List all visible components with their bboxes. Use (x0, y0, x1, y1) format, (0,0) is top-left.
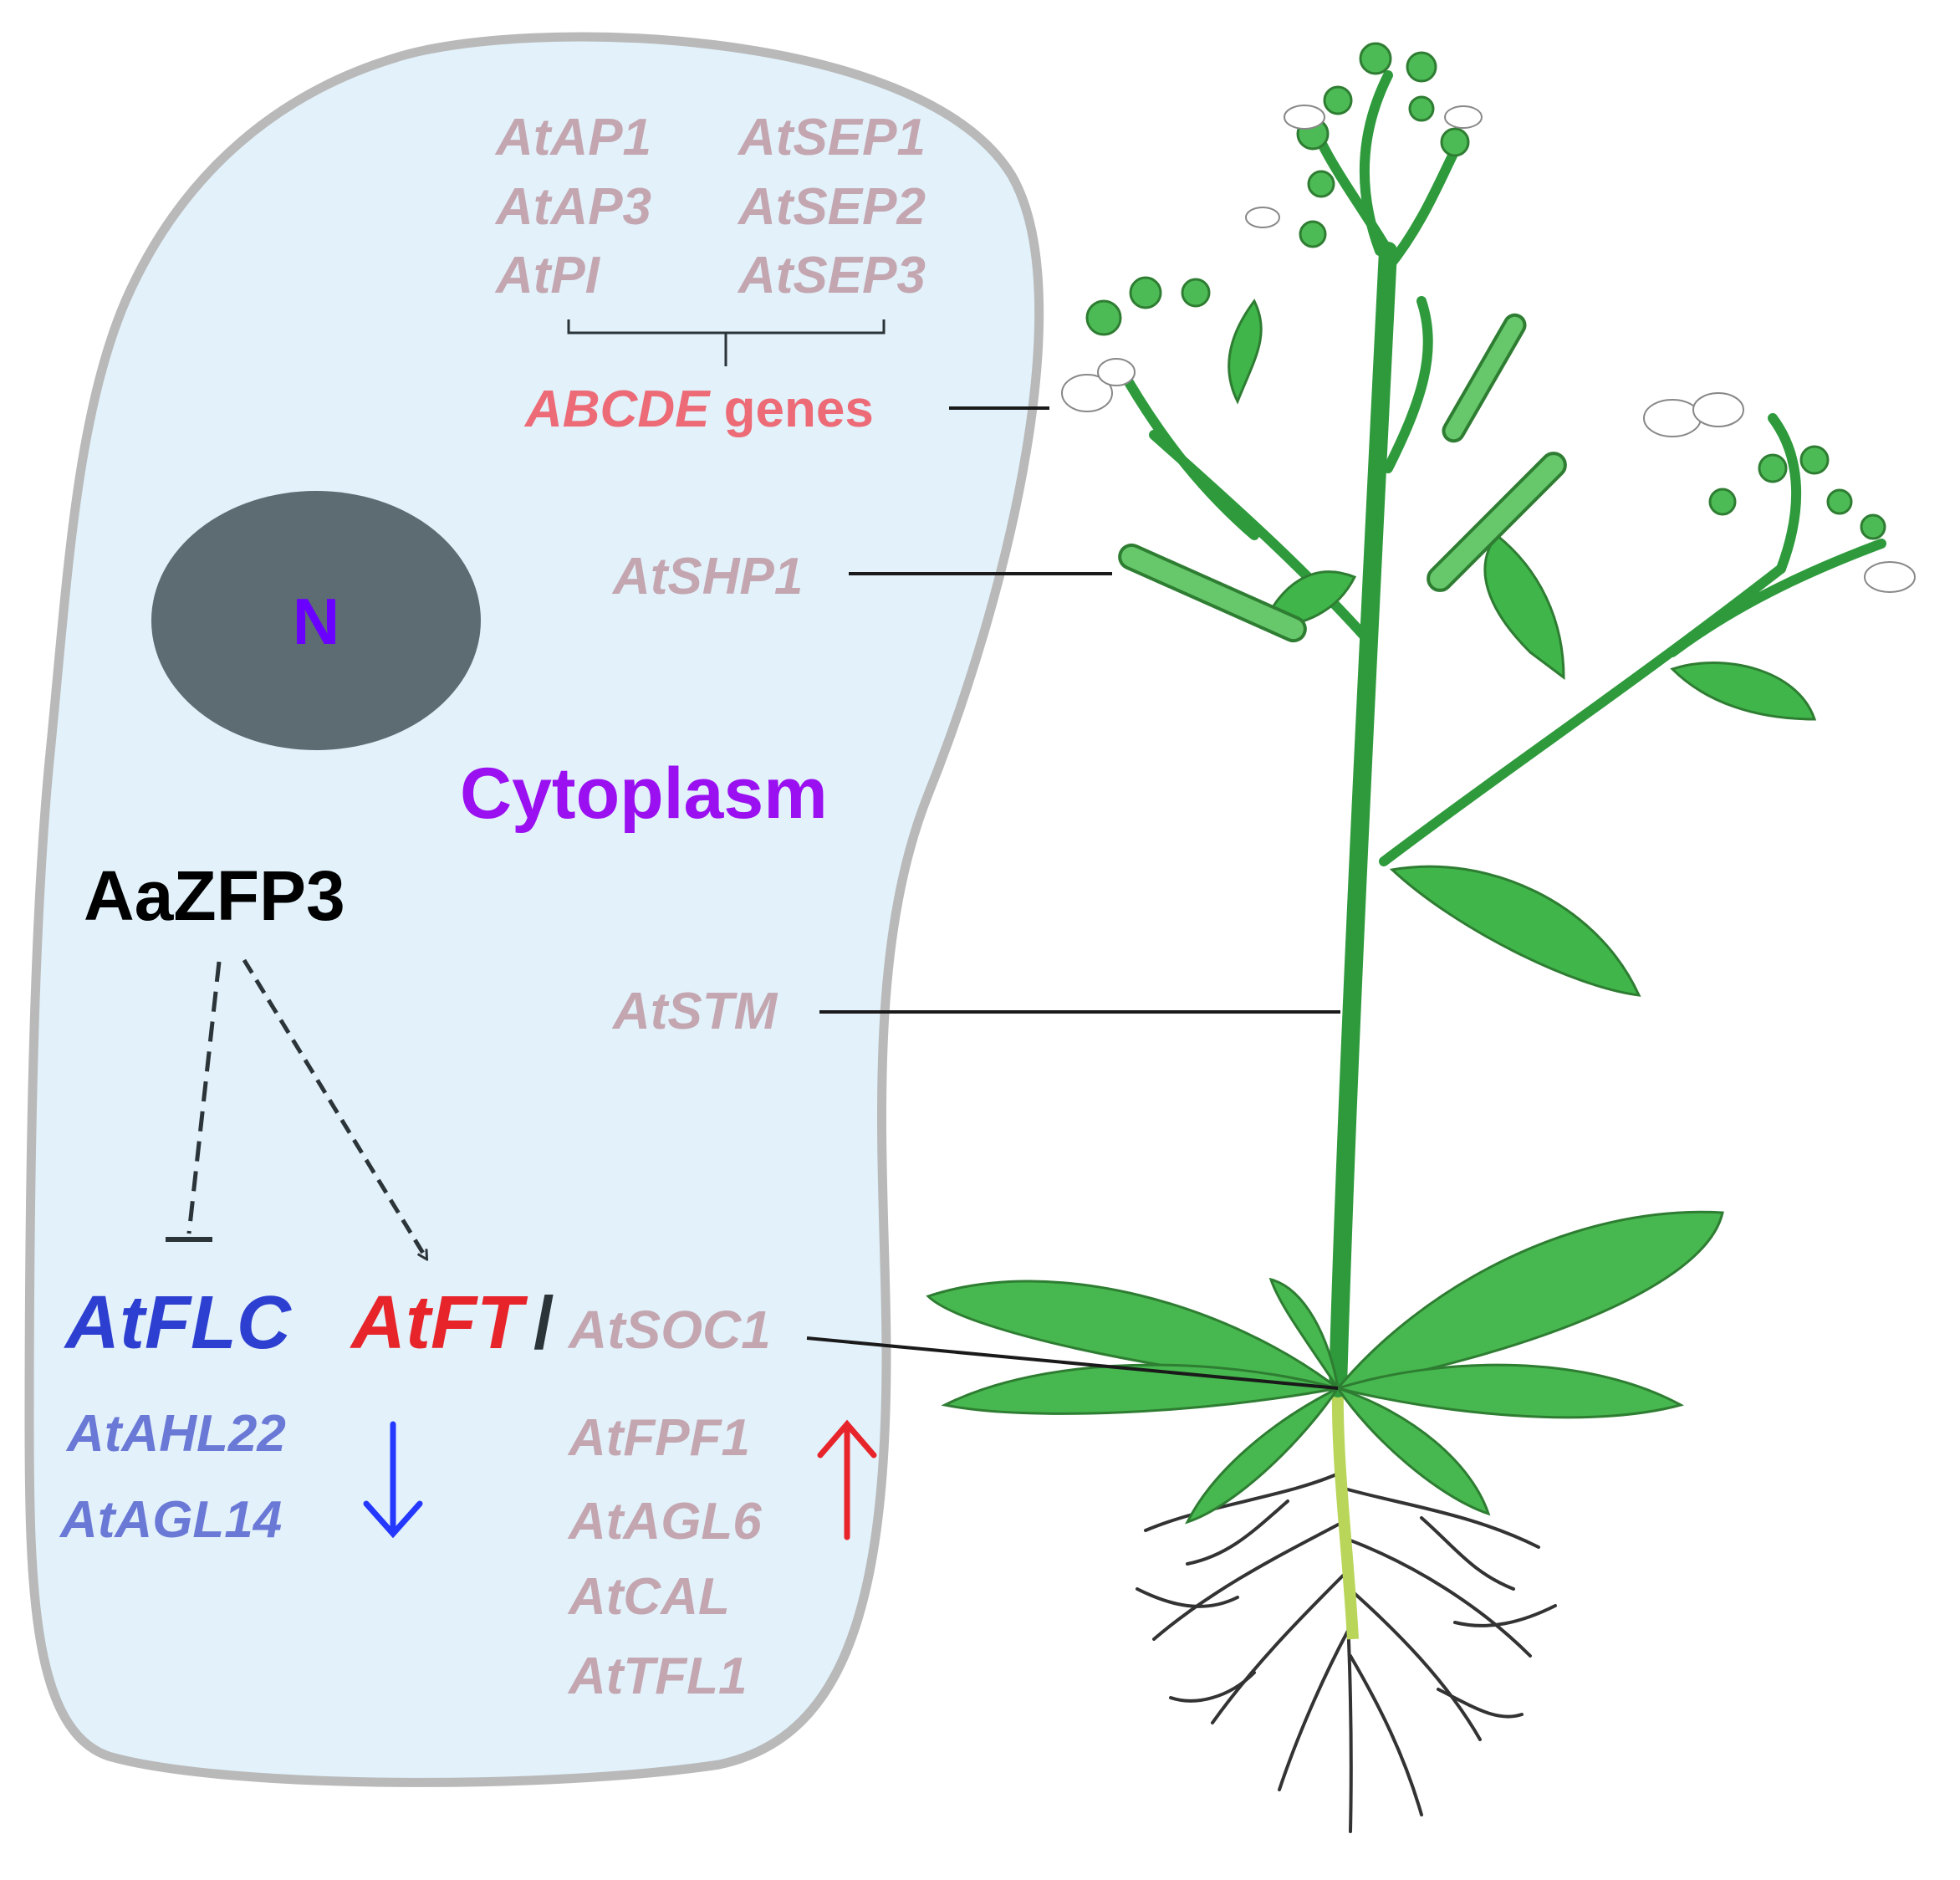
flower-buds (1085, 42, 1886, 540)
gene-tfl1: AtTFL1 (567, 1648, 748, 1705)
inhibition-line (186, 961, 222, 1234)
gene-flc: AtFLC (64, 1281, 293, 1365)
up-arrow-icon (817, 1419, 877, 1540)
gene-ft: AtFT (350, 1281, 528, 1365)
abcde-gene-grid: AtAP1 AtAP3 AtPI AtSEP1 AtSEP2 AtSEP3 (494, 109, 926, 304)
abcde-bracket (567, 319, 886, 366)
nucleus (151, 491, 481, 750)
gene-sep3: AtSEP3 (737, 247, 926, 304)
gene-ap1: AtAP1 (494, 109, 651, 166)
gene-agl14: AtAGL14 (59, 1491, 282, 1549)
up-genes: AtFPF1 AtAGL6 AtCAL AtTFL1 (567, 1409, 762, 1705)
white-flowers (1061, 105, 1916, 593)
cytoplasm-label: Cytoplasm (460, 754, 828, 834)
main-stem (1329, 242, 1397, 1397)
abcde-genes-word: genes (709, 381, 873, 438)
gene-cal: AtCAL (567, 1568, 730, 1626)
cell-outline (24, 32, 1044, 1787)
abcde-genes-label: ABCDE genes (523, 381, 874, 438)
connector-soc1 (806, 1336, 1339, 1390)
activation-line (242, 958, 426, 1259)
gene-sep1: AtSEP1 (737, 109, 926, 166)
rosette-leaves (926, 1210, 1724, 1525)
arabidopsis-plant-illustration (926, 42, 1916, 1833)
gene-ap3: AtAP3 (494, 178, 651, 236)
abcde-italic: ABCDE (523, 381, 711, 438)
down-arrow-icon (363, 1421, 423, 1539)
protein-aazfp3: AaZFP3 (84, 856, 345, 935)
siliques (1118, 313, 1567, 643)
gene-shp1: AtSHP1 (611, 548, 803, 605)
branches (1115, 70, 1886, 866)
gene-stm: AtSTM (611, 983, 778, 1040)
gene-agl6: AtAGL6 (567, 1493, 762, 1550)
nucleus-label: N (293, 585, 339, 658)
taproot (1331, 1379, 1359, 1640)
gene-fpf1: AtFPF1 (567, 1409, 750, 1467)
connector-lines (806, 406, 1340, 1390)
gene-soc1: AtSOC1 (567, 1300, 771, 1360)
slash: / (533, 1281, 554, 1364)
gene-ahl22: AtAHL22 (65, 1405, 286, 1463)
gene-pi: AtPI (494, 247, 601, 304)
gene-sep2: AtSEP2 (737, 178, 926, 236)
down-genes: AtAHL22 AtAGL14 (59, 1405, 286, 1549)
